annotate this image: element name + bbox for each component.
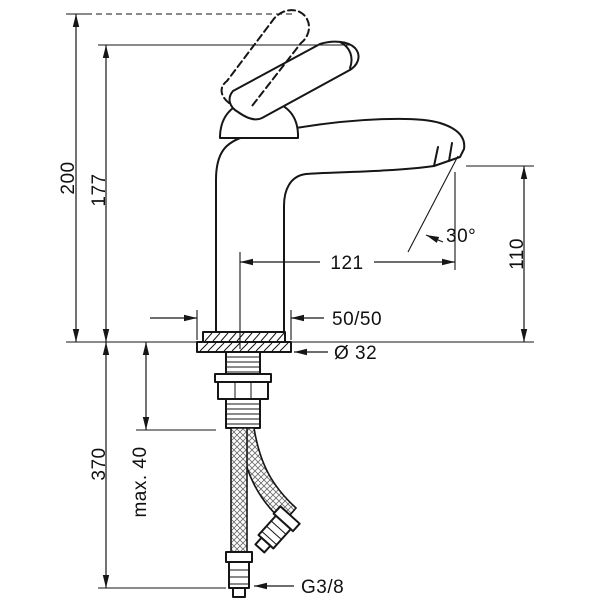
- thread-lines-lower: [226, 403, 260, 425]
- handle-lever: [219, 40, 360, 139]
- ext-outlet-angle-line: [407, 155, 459, 253]
- mounting-nut: [217, 381, 269, 400]
- mounting-hardware: [196, 331, 292, 429]
- nut-facets: [234, 382, 252, 399]
- dimension-lines: [66, 13, 534, 590]
- dim-line-30deg: [425, 234, 444, 243]
- dim-label-connection-thread: G3/8: [301, 577, 344, 598]
- dim-label-height-to-handle: 177: [89, 173, 110, 206]
- hose-connector-angled: [254, 505, 301, 554]
- aerator-grooves: [433, 142, 453, 167]
- dim-label-spout-reach: 121: [330, 253, 363, 274]
- lever-raised-outline: [220, 9, 310, 107]
- spout-outline: [215, 117, 466, 334]
- handle-lever-raised-dashed: [220, 9, 310, 107]
- washer: [214, 373, 272, 383]
- hose-connector-straight: [225, 551, 253, 598]
- lever-knob-seam: [339, 41, 353, 69]
- dim-label-total-height: 200: [58, 161, 79, 194]
- dim-label-outlet-angle: 30°: [446, 226, 476, 247]
- dim-label-hole-diameter: Ø 32: [334, 343, 377, 364]
- thread-lines-upper: [226, 356, 260, 373]
- dimension-labels: 200 177 121 50/50 Ø 32 30° 110 370 max. …: [58, 161, 528, 598]
- dim-label-outlet-height: 110: [507, 238, 528, 270]
- escutcheon-hatch: [199, 342, 289, 352]
- lever-arm: [228, 40, 360, 121]
- dim-label-hose-length: 370: [89, 447, 110, 480]
- supply-hoses: [225, 427, 301, 598]
- dim-label-max-mounting-thickness: max. 40: [130, 446, 151, 517]
- supply-hose-straight: [230, 427, 248, 553]
- faucet-body-and-spout: [215, 117, 466, 334]
- dim-label-base-offset: 50/50: [332, 309, 382, 330]
